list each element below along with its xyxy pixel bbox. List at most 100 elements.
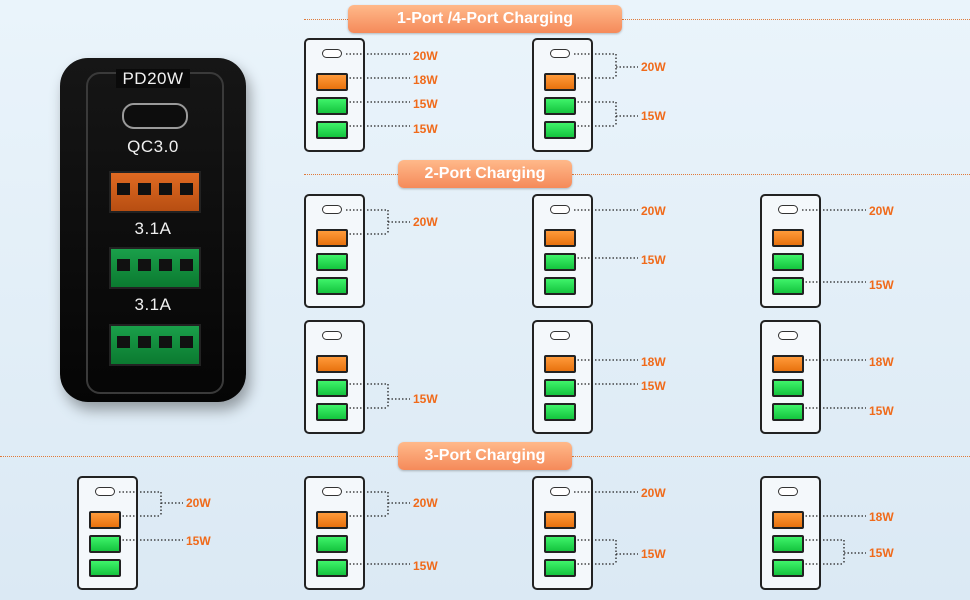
type-c-port	[322, 49, 342, 58]
wattage-label: 15W	[413, 122, 438, 136]
type-c-port	[322, 331, 342, 340]
wattage-label: 15W	[641, 379, 666, 393]
usb-qc-port	[316, 511, 348, 529]
usb-port	[544, 277, 576, 295]
usb-port	[544, 535, 576, 553]
section-divider	[304, 174, 398, 175]
type-c-port	[122, 103, 188, 129]
mini-charger-diagram	[760, 320, 821, 434]
section-divider	[572, 174, 970, 175]
usb-port	[316, 379, 348, 397]
wattage-label: 15W	[869, 546, 894, 560]
mini-charger-diagram	[532, 476, 593, 590]
section-title-2-port: 2-Port Charging	[398, 160, 572, 188]
wattage-label: 15W	[641, 253, 666, 267]
wattage-label: 20W	[641, 60, 666, 74]
pd-label: PD20W	[116, 69, 190, 88]
usb-port	[772, 535, 804, 553]
section-divider	[572, 456, 970, 457]
amp-label-1: 3.1A	[134, 219, 172, 238]
section-title-3-port: 3-Port Charging	[398, 442, 572, 470]
usb-qc-port	[544, 73, 576, 91]
wattage-label: 15W	[641, 109, 666, 123]
usb-port	[544, 121, 576, 139]
mini-charger-diagram	[760, 476, 821, 590]
usb-qc-port	[544, 511, 576, 529]
usb-port	[544, 379, 576, 397]
section-divider	[0, 456, 398, 457]
wattage-label: 18W	[413, 73, 438, 87]
wattage-label: 15W	[186, 534, 211, 548]
type-c-port	[550, 205, 570, 214]
usb-port	[772, 379, 804, 397]
mini-charger-diagram	[760, 194, 821, 308]
usb-port	[772, 403, 804, 421]
type-c-port	[778, 487, 798, 496]
usb-port	[316, 253, 348, 271]
wattage-label: 15W	[413, 97, 438, 111]
wattage-label: 15W	[413, 559, 438, 573]
usb-port	[544, 253, 576, 271]
wattage-label: 15W	[641, 547, 666, 561]
mini-charger-diagram	[304, 38, 365, 152]
mini-charger-diagram	[532, 194, 593, 308]
qc-label: QC3.0	[127, 137, 179, 156]
usb-qc-port	[316, 73, 348, 91]
wattage-label: 20W	[186, 496, 211, 510]
usb-port	[544, 403, 576, 421]
usb-port	[316, 277, 348, 295]
type-c-port	[778, 331, 798, 340]
type-c-port	[95, 487, 115, 496]
usb-port	[544, 97, 576, 115]
mini-charger-diagram	[304, 194, 365, 308]
usb-port	[772, 277, 804, 295]
wattage-label: 15W	[869, 404, 894, 418]
mini-charger-diagram	[304, 476, 365, 590]
amp-label-2: 3.1A	[134, 295, 172, 314]
charger-illustration: PD20W QC3.0 3.1A 3.1A	[60, 58, 246, 402]
wattage-label: 20W	[413, 496, 438, 510]
section-divider	[304, 19, 348, 20]
wattage-label: 20W	[641, 486, 666, 500]
section-title-1-4-port: 1-Port /4-Port Charging	[348, 5, 622, 33]
usb-qc-port	[772, 229, 804, 247]
usb-port-1	[109, 247, 201, 289]
usb-port	[544, 559, 576, 577]
section-divider	[622, 19, 970, 20]
wattage-label: 15W	[413, 392, 438, 406]
type-c-port	[550, 487, 570, 496]
mini-charger-diagram	[304, 320, 365, 434]
usb-port	[316, 97, 348, 115]
wattage-label: 20W	[869, 204, 894, 218]
type-c-port	[322, 487, 342, 496]
type-c-port	[550, 49, 570, 58]
mini-charger-diagram	[532, 320, 593, 434]
usb-qc-port	[772, 511, 804, 529]
usb-port	[316, 121, 348, 139]
usb-port	[316, 403, 348, 421]
usb-qc-port	[89, 511, 121, 529]
wattage-label: 18W	[869, 355, 894, 369]
usb-port	[89, 559, 121, 577]
wattage-label: 15W	[869, 278, 894, 292]
usb-port	[772, 253, 804, 271]
pd-label-row: PD20W	[60, 69, 246, 89]
usb-qc-port	[544, 229, 576, 247]
wattage-label: 20W	[413, 215, 438, 229]
usb-port	[316, 535, 348, 553]
mini-charger-diagram	[532, 38, 593, 152]
wattage-label: 18W	[641, 355, 666, 369]
wattage-label: 20W	[413, 49, 438, 63]
usb-port	[89, 535, 121, 553]
usb-qc-port	[316, 355, 348, 373]
usb-port-2	[109, 324, 201, 366]
usb-qc-port	[544, 355, 576, 373]
type-c-port	[550, 331, 570, 340]
usb-qc-port	[109, 171, 201, 213]
usb-port	[772, 559, 804, 577]
usb-qc-port	[316, 229, 348, 247]
wattage-label: 20W	[641, 204, 666, 218]
wattage-label: 18W	[869, 510, 894, 524]
type-c-port	[322, 205, 342, 214]
